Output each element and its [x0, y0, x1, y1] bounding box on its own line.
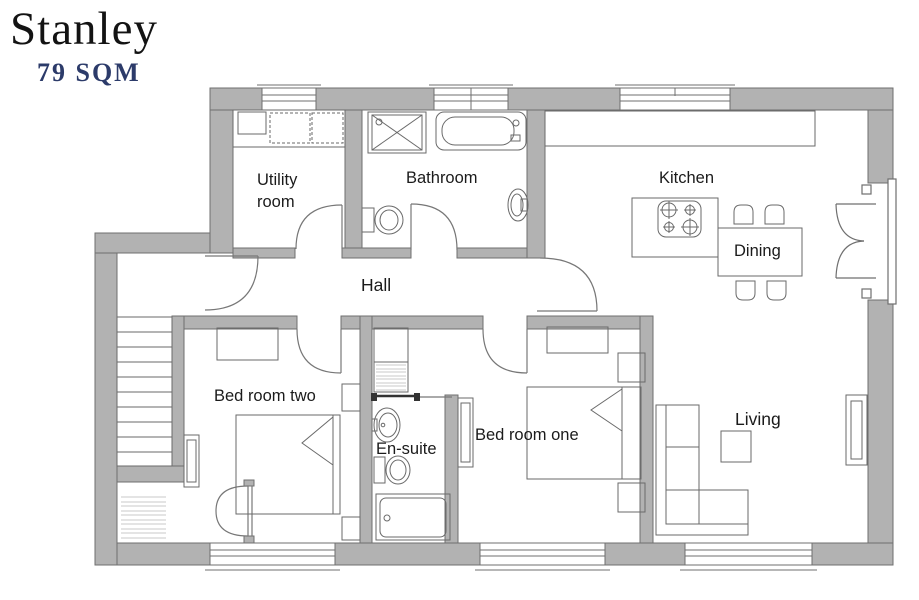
wall — [359, 315, 373, 544]
wall — [344, 109, 363, 253]
bedside-table-icon — [341, 383, 361, 412]
window — [615, 84, 735, 111]
bedroom-two-fixtures — [183, 327, 361, 541]
wall — [243, 479, 255, 487]
utility-sink-icon — [237, 111, 267, 135]
washing-machine-icon — [311, 112, 344, 144]
window — [205, 542, 340, 571]
room-label-bathroom: Bathroom — [406, 169, 478, 187]
bed-icon — [235, 414, 341, 515]
shower-icon — [375, 493, 451, 541]
washing-machine-icon — [269, 112, 311, 144]
wardrobe-icon — [216, 327, 279, 361]
room-label-dining: Dining — [734, 242, 781, 260]
room-label-kitchen: Kitchen — [659, 169, 715, 187]
wall — [604, 542, 686, 566]
kitchen-counter — [544, 110, 816, 147]
wall — [243, 535, 255, 544]
wall — [456, 247, 528, 259]
bedside-table-icon — [617, 482, 646, 513]
coffee-table-icon — [720, 430, 752, 463]
walls — [94, 87, 894, 566]
kitchen-counter — [232, 109, 346, 148]
bedroom-one-fixtures — [457, 326, 646, 513]
radiator-icon — [457, 397, 474, 468]
wall — [867, 299, 894, 566]
bed-icon — [526, 386, 642, 480]
wall — [867, 109, 894, 184]
room-label-hall: Hall — [361, 275, 392, 295]
wall — [171, 315, 185, 467]
shelf-icon — [373, 327, 409, 393]
door-swing — [204, 255, 259, 311]
utility-fixtures — [232, 109, 346, 148]
wall — [94, 252, 118, 566]
wall — [171, 315, 298, 330]
bedside-table-icon — [341, 516, 361, 541]
kitchen-fixtures — [544, 110, 816, 301]
stairs-icon — [116, 316, 173, 467]
wall — [315, 87, 435, 111]
toilet-icon — [361, 205, 404, 235]
hob-icon — [657, 200, 702, 238]
wall — [526, 109, 546, 259]
chair-icon — [735, 280, 756, 301]
room-label-bedroom-two: Bed room two — [214, 387, 316, 405]
wall — [444, 394, 459, 544]
wall — [507, 87, 621, 111]
duvet-fold — [590, 388, 623, 432]
bedside-table-icon — [617, 352, 646, 383]
room-label-living: Living — [735, 409, 781, 429]
bathroom-fixtures — [361, 111, 529, 235]
wall — [334, 542, 481, 566]
double-cupboard-doors-icon — [215, 485, 253, 537]
wall — [232, 247, 296, 259]
shower-icon — [367, 111, 427, 154]
page-title: Stanley — [10, 3, 158, 55]
chair-icon — [733, 204, 754, 225]
sofa-icon — [655, 404, 749, 536]
duvet-fold — [301, 416, 334, 466]
window — [475, 542, 610, 571]
door-swing — [295, 204, 343, 250]
dining-table — [717, 227, 803, 277]
living-fixtures — [655, 394, 868, 536]
radiator-icon — [845, 394, 868, 466]
door-swing — [537, 257, 598, 312]
wall — [729, 87, 894, 111]
wall — [116, 465, 185, 483]
wall — [340, 315, 484, 330]
area-label: 79 SQM — [37, 58, 141, 87]
wall — [341, 247, 412, 259]
room-label-bedroom-one: Bed room one — [475, 426, 579, 444]
wardrobe-icon — [546, 326, 609, 354]
chair-icon — [764, 204, 785, 225]
door-swing — [410, 203, 458, 251]
french-doors-icon — [835, 178, 897, 305]
window — [680, 542, 817, 571]
wall — [209, 87, 263, 111]
doormat-icon — [121, 496, 166, 539]
door-swing — [296, 328, 342, 374]
windows — [205, 84, 817, 571]
window — [257, 84, 321, 111]
window — [429, 84, 513, 111]
basin-icon — [507, 188, 529, 222]
chair-icon — [766, 280, 787, 301]
toilet-icon — [373, 455, 411, 485]
bath-icon — [435, 111, 527, 151]
towel-rail-icon — [371, 393, 420, 401]
doors — [204, 203, 598, 537]
door-swing — [482, 328, 528, 374]
room-label-utility: Utility room — [257, 171, 298, 212]
basin-icon — [371, 407, 401, 443]
wall — [639, 315, 654, 544]
radiator-icon — [183, 434, 200, 488]
room-label-ensuite: En-suite — [376, 440, 437, 458]
wall — [209, 109, 234, 254]
ensuite-fixtures — [371, 327, 451, 541]
wall — [811, 542, 894, 566]
